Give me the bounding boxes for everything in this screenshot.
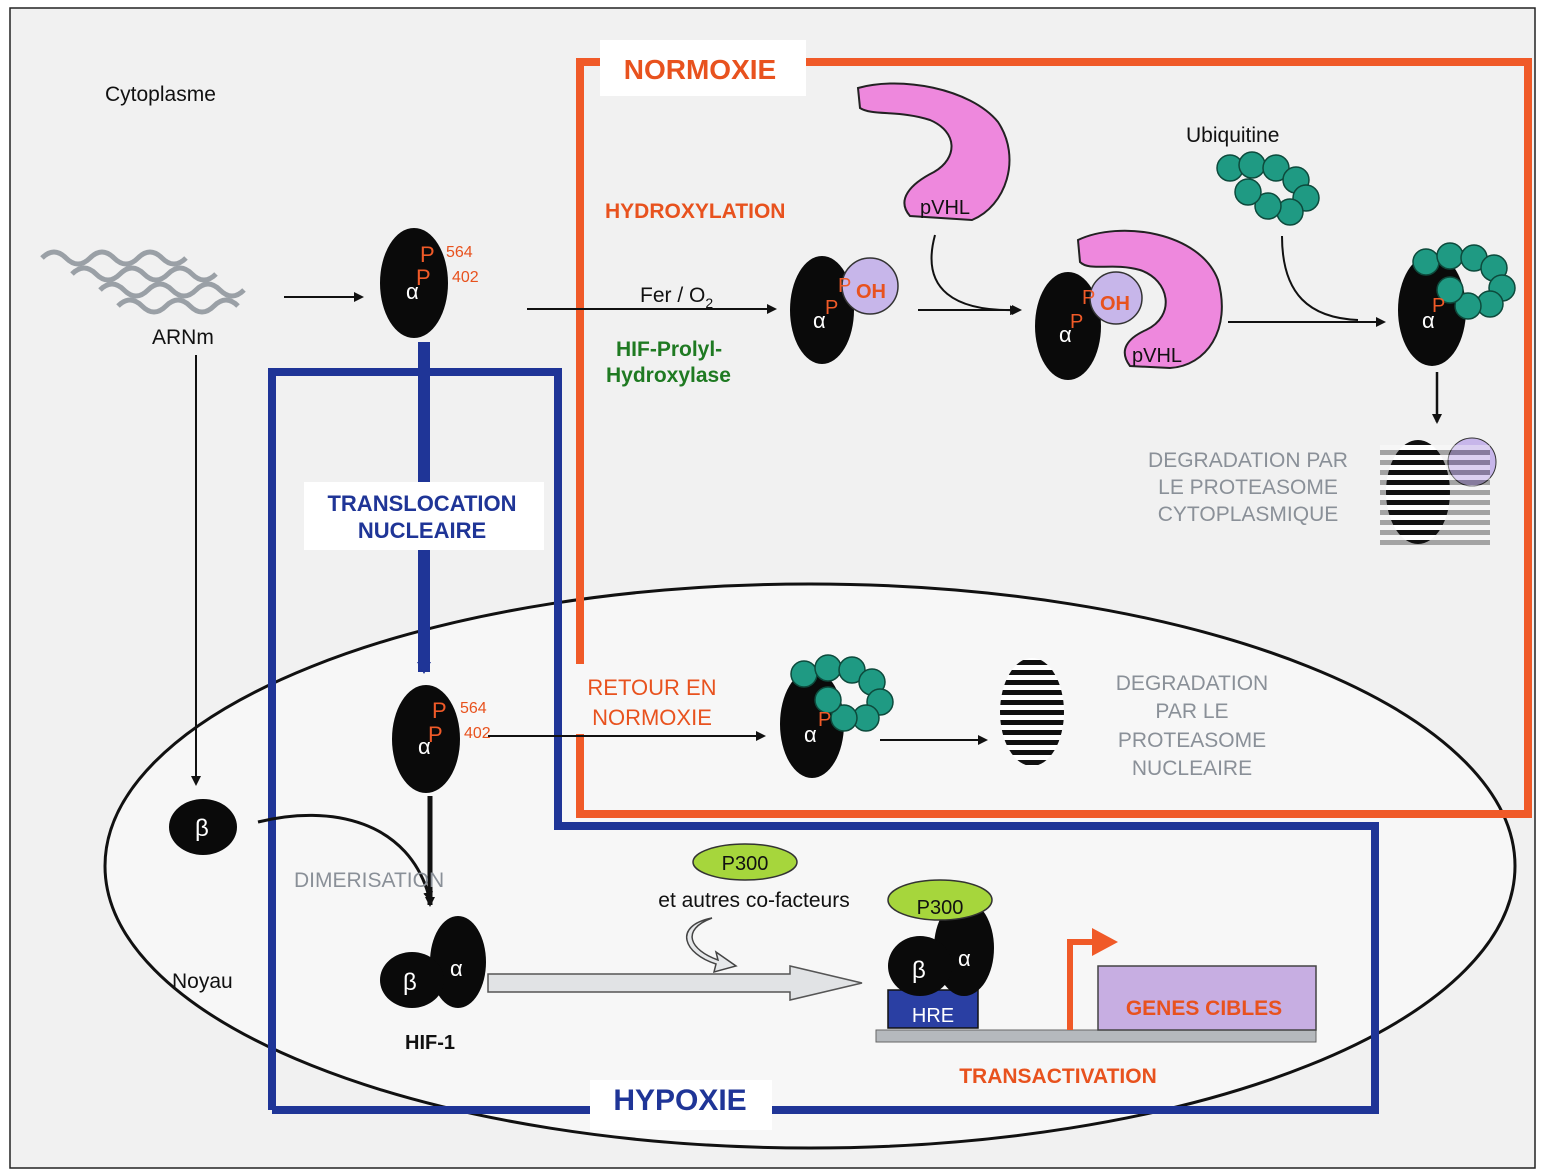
transcription-start-arrow: [1067, 939, 1094, 1030]
p-mark-hydroxylated-2: P: [825, 297, 838, 319]
translocation-label-bg: [304, 482, 544, 550]
hydroxylation-label: HYDROXYLATION: [605, 200, 785, 223]
alpha-subunit-pvhl-complex: [1035, 272, 1101, 380]
target-genes-box: [1097, 965, 1317, 1031]
cofactor-curved-arrow: [685, 917, 738, 974]
hif1-beta-subunit: [380, 952, 444, 1008]
alpha-symbol-ubiquitinated: α: [1422, 308, 1435, 333]
oh-group-complex: [1089, 271, 1143, 325]
cytoplasme-label: Cytoplasme: [105, 83, 216, 106]
ubiquitine-label: Ubiquitine: [1186, 124, 1279, 147]
oh-group: [841, 257, 899, 315]
hif1-beta-symbol: β: [403, 969, 417, 996]
dimerisation-label: DIMERISATION: [294, 869, 444, 892]
target-genes-label: GENES CIBLES: [1126, 997, 1282, 1020]
alpha-symbol-cytoplasm: α: [406, 279, 419, 304]
p-mark-hydroxylated-1: P: [838, 275, 851, 297]
normoxie-frame: [576, 58, 1532, 818]
beta-subunit: [169, 799, 237, 855]
dna-strand: [875, 1029, 1317, 1043]
normoxie-title: NORMOXIE: [624, 54, 776, 85]
bound-alpha-symbol: α: [958, 946, 971, 971]
ubiquitin-cluster-cytoplasm: [1412, 242, 1516, 320]
prolyl-hydroxylase-label-1: HIF-Prolyl-: [616, 338, 722, 361]
degradation-nucleus-line-3: PROTEASOME: [1118, 729, 1266, 752]
hypoxie-title-bg: [590, 1080, 772, 1130]
position-564-cytoplasm: 564: [446, 244, 473, 261]
p-mark-402-nucleus: P: [428, 722, 443, 747]
p-mark-564-cytoplasm: P: [420, 242, 435, 267]
bound-p300-cofactor: [887, 879, 993, 921]
degraded-stripes-cytoplasm: [1380, 445, 1490, 545]
retour-label-bg: [568, 664, 736, 734]
degradation-cytoplasm-line-1: DEGRADATION PAR: [1148, 449, 1348, 472]
oh-label-1: OH: [856, 281, 886, 303]
beta-symbol: β: [195, 815, 209, 842]
position-564-nucleus: 564: [460, 700, 487, 717]
degradation-nucleus-line-2: PAR LE: [1155, 700, 1228, 723]
mrna-waves: [40, 249, 246, 315]
alpha-subunit-hydroxylated: [790, 256, 854, 364]
p-mark-complex-1: P: [1082, 287, 1095, 309]
degraded-alpha-nucleus: [1000, 658, 1064, 766]
hre-label: HRE: [912, 1005, 954, 1027]
bound-beta-subunit: [888, 936, 952, 996]
ubiquitin-chain: [1216, 151, 1320, 226]
p-mark-402-cytoplasm: P: [416, 265, 431, 290]
translocation-label-1: TRANSLOCATION: [327, 491, 516, 516]
transcription-start-arrowhead: [1092, 928, 1118, 956]
oh-label-2: OH: [1100, 293, 1130, 315]
alpha-symbol-nucleus: α: [418, 734, 431, 759]
hypoxie-frame: [268, 368, 1379, 1114]
pvhl-label-bound: pVHL: [1132, 345, 1182, 367]
position-402-nucleus: 402: [464, 725, 491, 742]
p300-cofactor: [692, 843, 798, 881]
retour-label-1: RETOUR EN: [587, 675, 716, 700]
arrow-ubiquitination: [1281, 235, 1359, 321]
p300-label: P300: [722, 853, 769, 875]
hif1-to-hre-arrow: [487, 965, 863, 1001]
fer-o2-label: Fer / O2: [640, 284, 713, 311]
hif1-alpha-symbol: α: [450, 956, 463, 981]
arrow-beta-dimerisation: [257, 813, 433, 902]
hif1-label: HIF-1: [405, 1032, 455, 1054]
prolyl-hydroxylase-label-2: Hydroxylase: [606, 364, 731, 387]
noyau-label: Noyau: [172, 970, 233, 993]
pvhl-label-free: pVHL: [920, 197, 970, 219]
ubiquitin-cluster-nucleus: [790, 654, 894, 732]
cofactors-label: et autres co-facteurs: [658, 889, 849, 912]
degradation-cytoplasm-line-2: LE PROTEASOME: [1158, 476, 1338, 499]
hre-box: [887, 989, 979, 1029]
translocation-label-2: NUCLEAIRE: [358, 518, 486, 543]
alpha-symbol-complex: α: [1059, 322, 1072, 347]
arnm-label: ARNm: [152, 326, 214, 349]
transactivation-label: TRANSACTIVATION: [959, 1065, 1157, 1088]
hypoxie-title: HYPOXIE: [613, 1084, 746, 1117]
position-402-cytoplasm: 402: [452, 269, 479, 286]
p-mark-complex-2: P: [1070, 311, 1083, 333]
pvhl-protein-free: [856, 82, 1011, 222]
pvhl-protein-bound: [1076, 229, 1223, 370]
degradation-nucleus-line-4: NUCLEAIRE: [1132, 757, 1252, 780]
degradation-cytoplasm-line-3: CYTOPLASMIQUE: [1158, 503, 1339, 526]
alpha-symbol-ubiquitinated-nucleus: α: [804, 722, 817, 747]
p-mark-ubiquitinated-nucleus: P: [818, 709, 831, 731]
hif1-alpha-subunit: [430, 916, 486, 1008]
alpha-subunit-nucleus: [392, 685, 460, 793]
retour-label-2: NORMOXIE: [592, 705, 712, 730]
normoxie-title-bg: [600, 40, 806, 96]
degradation-nucleus-line-1: DEGRADATION: [1116, 672, 1268, 695]
bound-beta-symbol: β: [912, 957, 926, 984]
p-mark-ubiquitinated: P: [1432, 295, 1445, 317]
alpha-symbol-hydroxylated: α: [813, 308, 826, 333]
bound-p300-label: P300: [917, 897, 964, 919]
p-mark-564-nucleus: P: [432, 698, 447, 723]
alpha-subunit-cytoplasm: [380, 228, 448, 338]
